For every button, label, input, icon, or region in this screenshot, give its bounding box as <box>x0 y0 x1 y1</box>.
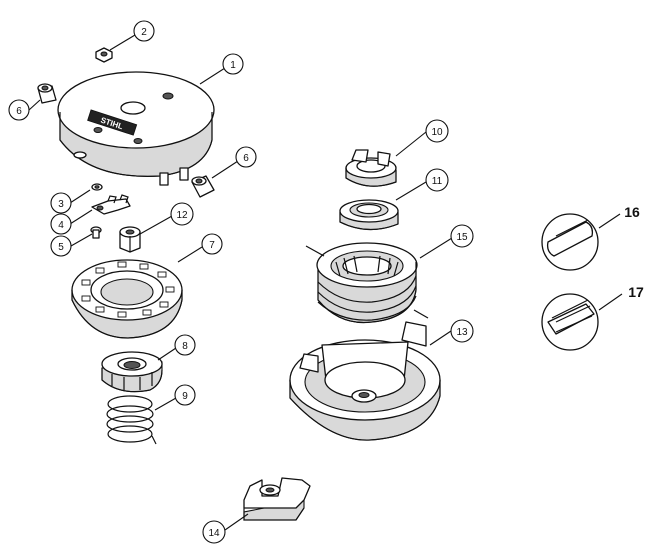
callout-6-left: 6 <box>8 99 30 121</box>
callout-7: 7 <box>201 233 223 255</box>
part-1-cover: STIHL <box>57 71 215 186</box>
callout-9: 9 <box>174 384 196 406</box>
part-6-sleeve-left <box>37 83 57 104</box>
callout-label: 5 <box>58 242 64 253</box>
callout-label: 14 <box>208 528 220 539</box>
part-9-spring <box>106 395 157 445</box>
part-11-ring <box>339 199 399 231</box>
part-10-collar <box>345 149 397 187</box>
callout-label: 6 <box>243 153 249 164</box>
callout-15: 15 <box>450 224 474 248</box>
callout-label: 6 <box>16 106 22 117</box>
callout-5: 5 <box>50 235 72 257</box>
callout-label: 12 <box>176 210 188 221</box>
callout-label: 15 <box>456 232 468 243</box>
part-8-spool-nut <box>101 351 163 393</box>
callout-6-right: 6 <box>235 146 257 168</box>
callout-13: 13 <box>450 319 474 343</box>
large-label-16: 16 <box>624 204 640 220</box>
part-15-line-spool <box>305 242 429 324</box>
callout-label: 9 <box>182 391 188 402</box>
callout-1: 1 <box>222 53 244 75</box>
callout-10: 10 <box>425 119 449 143</box>
part-7-base-plate <box>71 259 183 339</box>
leader-lines <box>28 34 623 531</box>
callout-12: 12 <box>170 202 194 226</box>
large-label-17: 17 <box>628 284 644 300</box>
part-13-housing <box>289 321 441 441</box>
callout-11: 11 <box>425 168 449 192</box>
callout-label: 2 <box>141 27 147 38</box>
callout-3: 3 <box>50 192 72 214</box>
callout-label: 1 <box>230 60 236 71</box>
callout-label: 10 <box>431 127 443 138</box>
callout-markers: 1 2 3 4 5 6 6 7 <box>8 20 474 544</box>
callout-8: 8 <box>174 334 196 356</box>
part-3-washer <box>91 183 103 191</box>
callout-4: 4 <box>50 213 72 235</box>
part-2-nut <box>95 47 113 63</box>
callout-label: 13 <box>456 327 468 338</box>
callout-14: 14 <box>202 520 226 544</box>
part-17-shaped-line-detail: 17 <box>541 284 644 351</box>
part-4-clip <box>91 194 131 215</box>
part-6-sleeve-right <box>191 175 215 198</box>
part-5-screw <box>90 226 102 239</box>
callout-2: 2 <box>133 20 155 42</box>
callout-label: 4 <box>58 220 64 231</box>
part-12-hex-nut <box>119 226 141 253</box>
callout-label: 11 <box>432 176 443 187</box>
part-16-round-line-detail: 16 <box>541 204 640 271</box>
callout-label: 8 <box>182 341 188 352</box>
part-14-eyelet <box>243 477 311 521</box>
callout-label: 7 <box>209 240 215 251</box>
callout-label: 3 <box>58 199 64 210</box>
